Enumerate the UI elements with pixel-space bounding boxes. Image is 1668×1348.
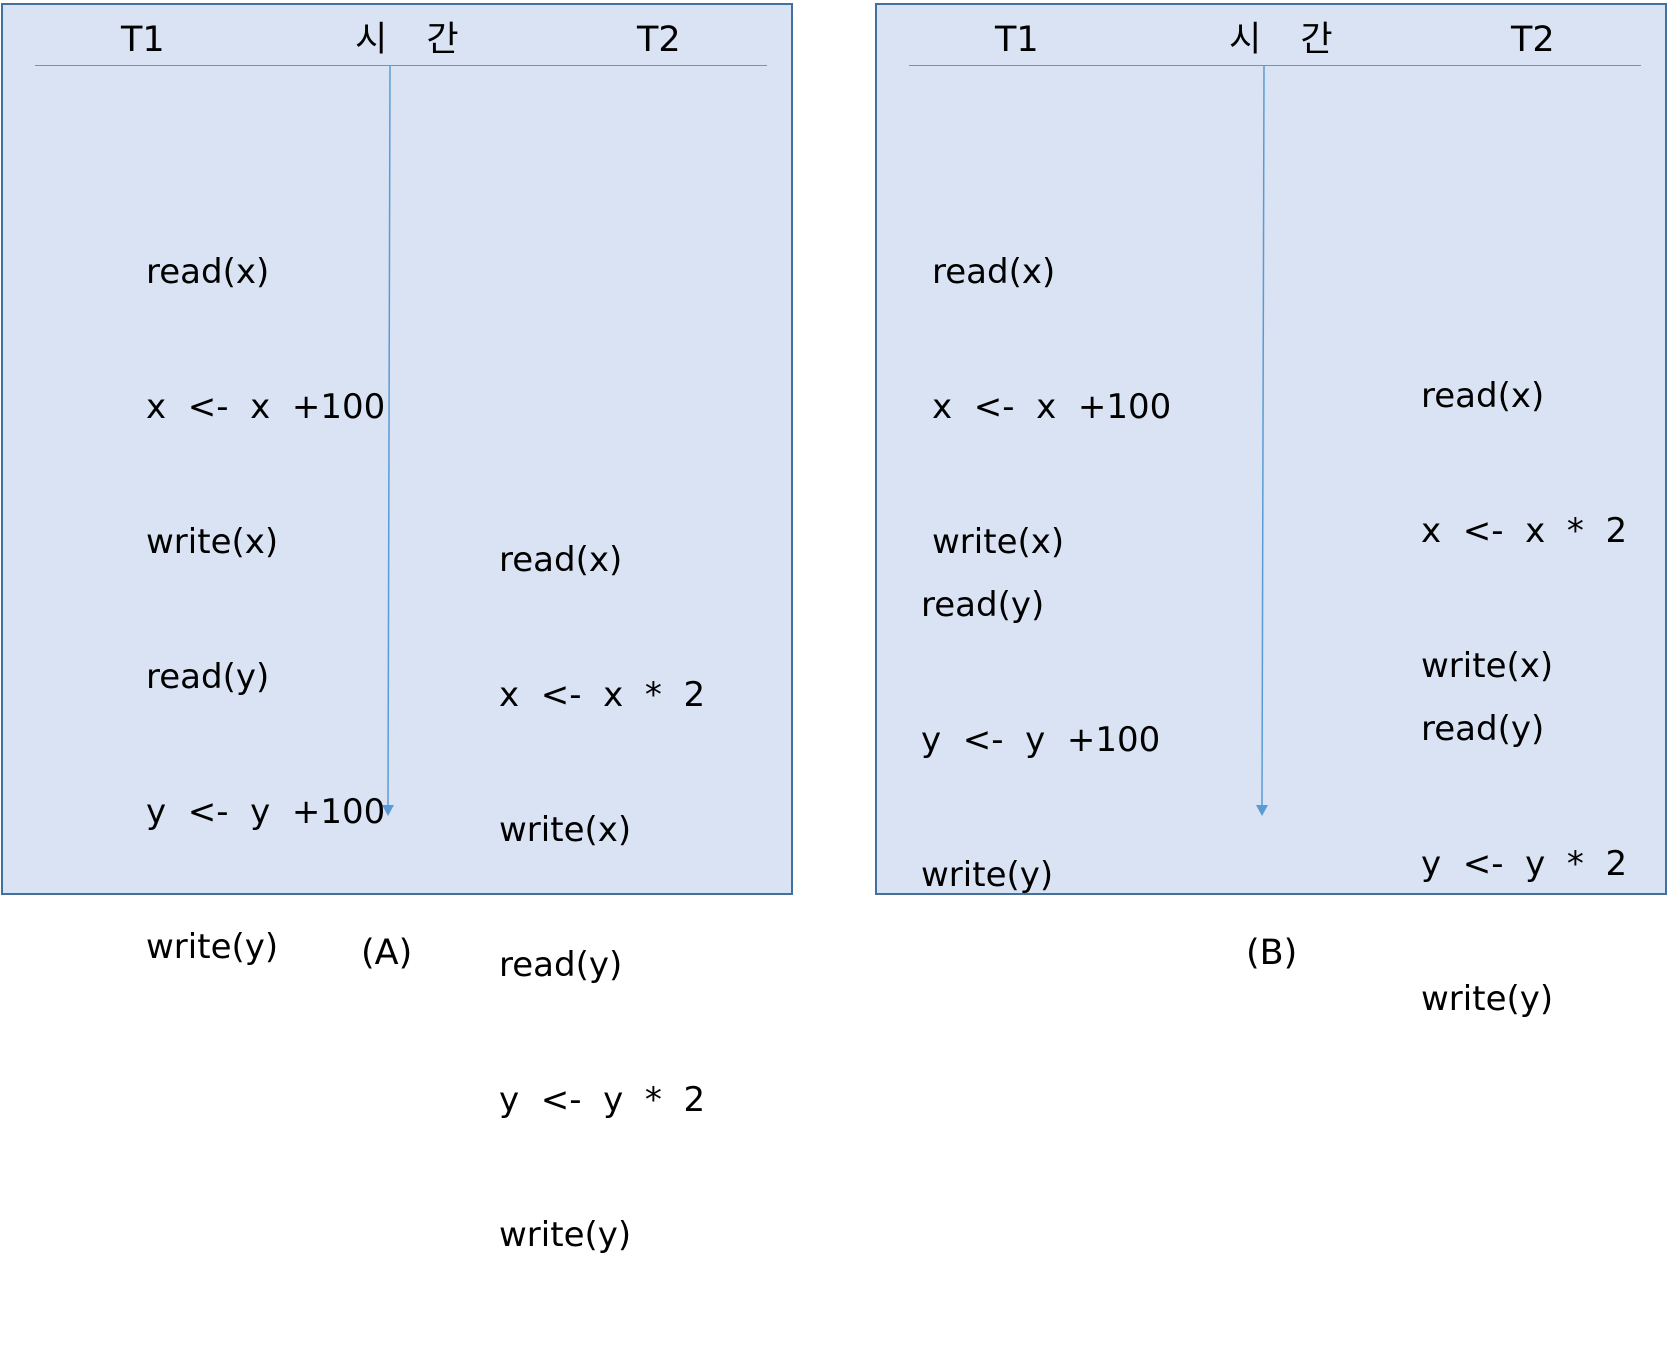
operation-line: y <- y +100 (921, 720, 1161, 760)
panel-caption-b: (B) (1246, 933, 1298, 973)
operation-line: write(x) (499, 810, 632, 850)
t2-operations: read(x) x <- x * 2 write(x) (1421, 284, 1627, 779)
operation-line: write(y) (499, 1215, 632, 1255)
operation-line: write(x) (146, 522, 279, 562)
operation-line: read(y) (499, 945, 623, 985)
schedule-panel-b: T1 시 간 T2 read(x) x <- x +100 write(x) r… (875, 3, 1667, 1019)
operation-line: read(x) (146, 252, 270, 292)
header-t2: T2 (1511, 20, 1555, 60)
operation-line: read(y) (1421, 709, 1545, 749)
operation-line: read(x) (932, 252, 1056, 292)
operation-line: x <- x * 2 (499, 675, 706, 715)
time-axis-arrow (382, 64, 394, 816)
operation-line: write(y) (921, 855, 1054, 895)
operation-line: x <- x +100 (146, 387, 386, 427)
header-rule (909, 65, 1641, 66)
operation-line: x <- x * 2 (1421, 511, 1628, 551)
operation-line: read(y) (921, 585, 1045, 625)
time-axis-arrow (1256, 64, 1268, 816)
t1-operations: read(x) x <- x +100 write(x) (932, 160, 1171, 655)
header-time: 시 간 (1229, 20, 1347, 60)
operation-line: y <- y * 2 (1421, 844, 1628, 884)
operation-line: write(y) (146, 927, 279, 967)
operation-line: read(y) (146, 657, 270, 697)
operation-line: write(x) (932, 522, 1065, 562)
header-rule (35, 65, 767, 66)
header-t2: T2 (637, 20, 681, 60)
operation-line: read(x) (1421, 376, 1545, 416)
header-time: 시 간 (355, 20, 473, 60)
t2-operations: read(y) y <- y * 2 write(y) (1421, 617, 1627, 1112)
operation-line: read(x) (499, 540, 623, 580)
header-t1: T1 (121, 20, 165, 60)
schedule-panel-a: T1 시 간 T2 read(x) x <- x +100 write(x) r… (1, 3, 793, 1255)
panel-caption-a: (A) (361, 933, 413, 973)
operation-line: y <- y * 2 (499, 1080, 706, 1120)
t1-operations: read(x) x <- x +100 write(x) read(y) y <… (146, 160, 385, 1060)
t1-operations: read(y) y <- y +100 write(y) (921, 493, 1160, 988)
t2-operations: read(x) x <- x * 2 write(x) read(y) y <-… (499, 448, 705, 1348)
operation-line: write(x) (1421, 646, 1554, 686)
operation-line: x <- x +100 (932, 387, 1172, 427)
operation-line: y <- y +100 (146, 792, 386, 832)
header-t1: T1 (995, 20, 1039, 60)
